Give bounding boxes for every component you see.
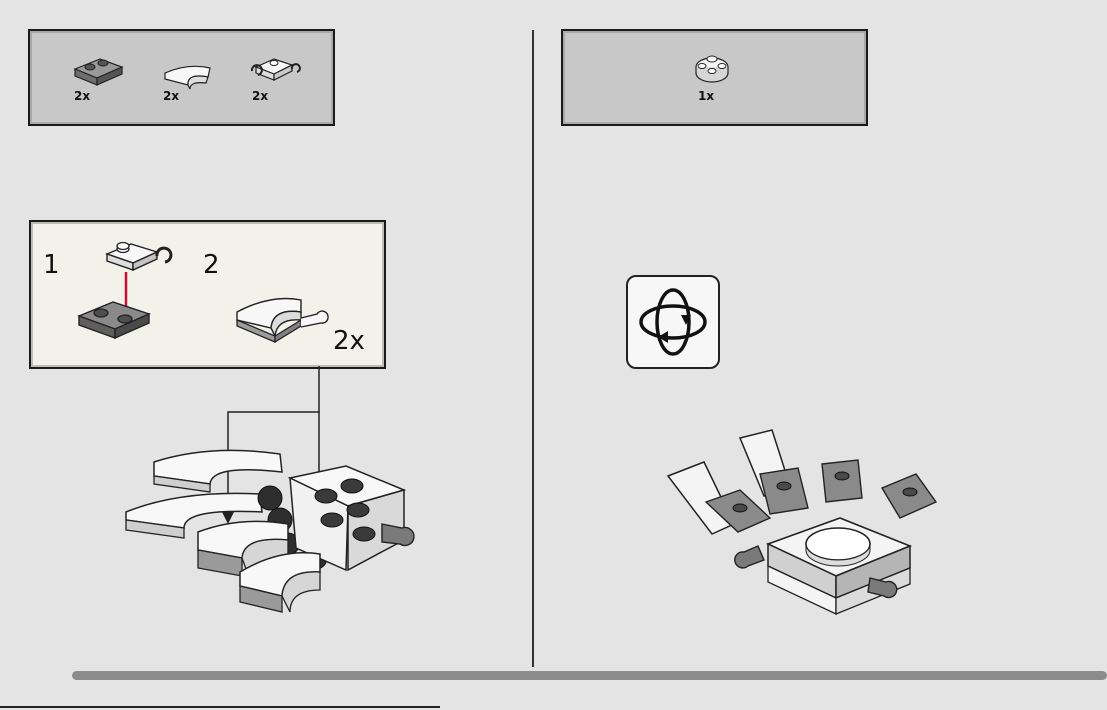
claw-assembly-model [120,420,440,640]
hand-assembly-model [660,428,960,628]
step-divider [532,30,534,667]
rotate-arrows-icon [628,277,718,367]
page-edge-line [0,706,440,708]
rotate-model-icon [626,275,720,369]
page-progress-bar [72,671,1107,680]
